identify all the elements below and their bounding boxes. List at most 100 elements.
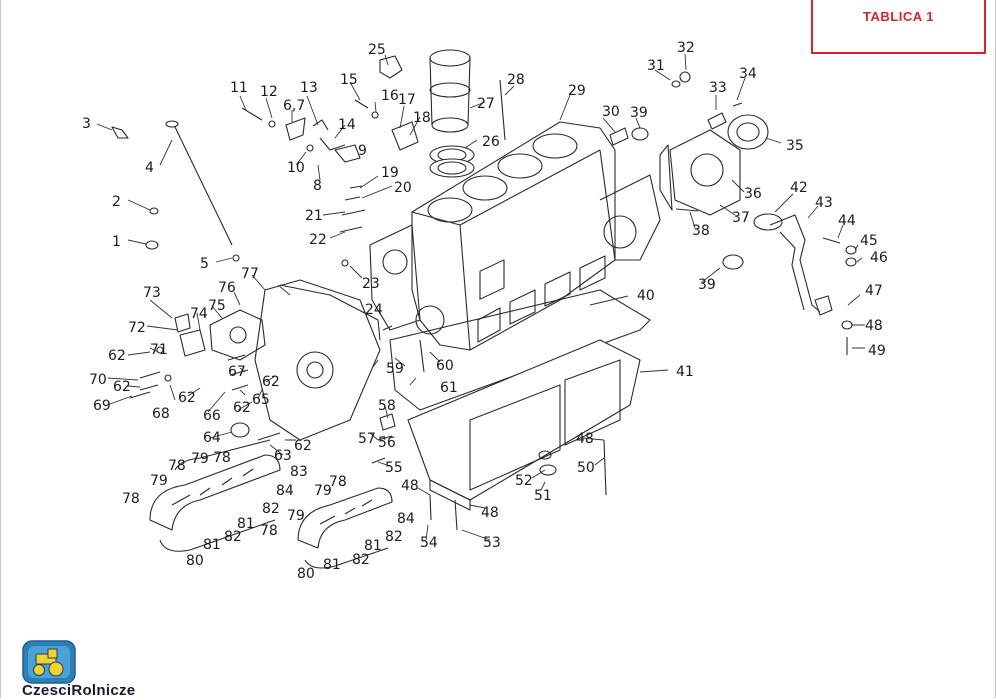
- cylinder-liner: [429, 49, 475, 178]
- callout-10: 10: [287, 160, 305, 176]
- callout-75: 75: [208, 298, 226, 314]
- callout-29: 29: [568, 83, 586, 99]
- callout-20: 20: [394, 180, 412, 196]
- leader-lines: [96, 53, 865, 541]
- callout-57: 57: [358, 431, 376, 447]
- callout-12: 12: [260, 84, 278, 100]
- callout-78-c: 78: [213, 450, 231, 466]
- timing-cover: [209, 279, 381, 441]
- callout-72: 72: [128, 320, 146, 336]
- engine-block: [369, 121, 661, 351]
- callout-79-c: 79: [287, 508, 305, 524]
- callout-50: 50: [577, 460, 595, 476]
- callout-4: 4: [145, 160, 154, 176]
- callout-27: 27: [477, 96, 495, 112]
- callout-59: 59: [386, 361, 404, 377]
- callout-78-b: 78: [168, 458, 186, 474]
- callout-37: 37: [732, 210, 750, 226]
- callout-18: 18: [413, 110, 431, 126]
- oil-filler-pipe: [753, 213, 833, 316]
- callout-13: 13: [300, 80, 318, 96]
- callout-56: 56: [378, 435, 396, 451]
- callout-78-d: 78: [260, 523, 278, 539]
- callout-66: 66: [203, 408, 221, 424]
- callout-73: 73: [143, 285, 161, 301]
- callout-76: 76: [218, 280, 236, 296]
- callout-58: 58: [378, 398, 396, 414]
- callout-82-d: 82: [385, 529, 403, 545]
- callout-1: 1: [112, 234, 121, 250]
- callout-82-b: 82: [262, 501, 280, 517]
- callout-33: 33: [709, 80, 727, 96]
- callout-8: 8: [313, 178, 322, 194]
- callout-3: 3: [82, 116, 91, 132]
- callout-80-b: 80: [297, 566, 315, 582]
- callout-81-b: 81: [237, 516, 255, 532]
- callout-14: 14: [338, 117, 356, 133]
- callout-80-a: 80: [186, 553, 204, 569]
- callout-62-e: 62: [262, 374, 280, 390]
- callout-51: 51: [534, 488, 552, 504]
- dipstick: [165, 120, 233, 246]
- callout-69: 69: [93, 398, 111, 414]
- sheet-label-box: TABLICA 1: [811, 0, 986, 54]
- bearing-shells-left: [149, 439, 281, 552]
- callout-48-pan: 48: [576, 431, 594, 447]
- callout-53: 53: [483, 535, 501, 551]
- callout-41: 41: [676, 364, 694, 380]
- callout-24: 24: [365, 302, 383, 318]
- callout-48-right: 48: [865, 318, 883, 334]
- sheet-label: TABLICA 1: [863, 9, 934, 24]
- callout-78-a: 78: [122, 491, 140, 507]
- callout-32: 32: [677, 40, 695, 56]
- callout-65: 65: [252, 392, 270, 408]
- callout-15: 15: [340, 72, 358, 88]
- callout-9: 9: [358, 143, 367, 159]
- callout-81-d: 81: [364, 538, 382, 554]
- callout-28: 28: [507, 72, 525, 88]
- callout-52: 52: [515, 473, 533, 489]
- callout-40: 40: [637, 288, 655, 304]
- callout-42: 42: [790, 180, 808, 196]
- bearing-shells-right: [297, 487, 393, 569]
- callout-82-a: 82: [224, 529, 242, 545]
- callout-5: 5: [200, 256, 209, 272]
- callout-79-a: 79: [150, 473, 168, 489]
- callout-45: 45: [860, 233, 878, 249]
- callout-62-c: 62: [178, 390, 196, 406]
- callout-70: 70: [89, 372, 107, 388]
- rear-seal-housing: [659, 114, 769, 216]
- callout-62-a: 62: [108, 348, 126, 364]
- callout-62-f: 62: [294, 438, 312, 454]
- callout-26: 26: [482, 134, 500, 150]
- callout-35: 35: [786, 138, 804, 154]
- brand-name: CzesciRolnicze: [22, 682, 136, 699]
- callout-16: 16: [381, 88, 399, 104]
- callout-67: 67: [228, 364, 246, 380]
- callout-31: 31: [647, 58, 665, 74]
- callout-48-left: 48: [401, 478, 419, 494]
- callout-39-top: 39: [630, 105, 648, 121]
- callout-64: 64: [203, 430, 221, 446]
- callout-21: 21: [305, 208, 323, 224]
- callout-49: 49: [868, 343, 886, 359]
- callout-6-7: 6,7: [283, 98, 305, 114]
- callout-34: 34: [739, 66, 757, 82]
- callout-43: 43: [815, 195, 833, 211]
- callout-61: 61: [440, 380, 458, 396]
- callout-44: 44: [838, 213, 856, 229]
- callout-46: 46: [870, 250, 888, 266]
- callout-81-a: 81: [203, 537, 221, 553]
- callout-71: 71: [150, 342, 168, 358]
- callout-63: 63: [274, 448, 292, 464]
- callout-78-e: 78: [329, 474, 347, 490]
- callout-48-mid: 48: [481, 505, 499, 521]
- callout-19: 19: [381, 165, 399, 181]
- callout-47: 47: [865, 283, 883, 299]
- callout-30: 30: [602, 104, 620, 120]
- callout-68: 68: [152, 406, 170, 422]
- callout-17: 17: [398, 92, 416, 108]
- callout-22: 22: [309, 232, 327, 248]
- callout-62-d: 62: [233, 400, 251, 416]
